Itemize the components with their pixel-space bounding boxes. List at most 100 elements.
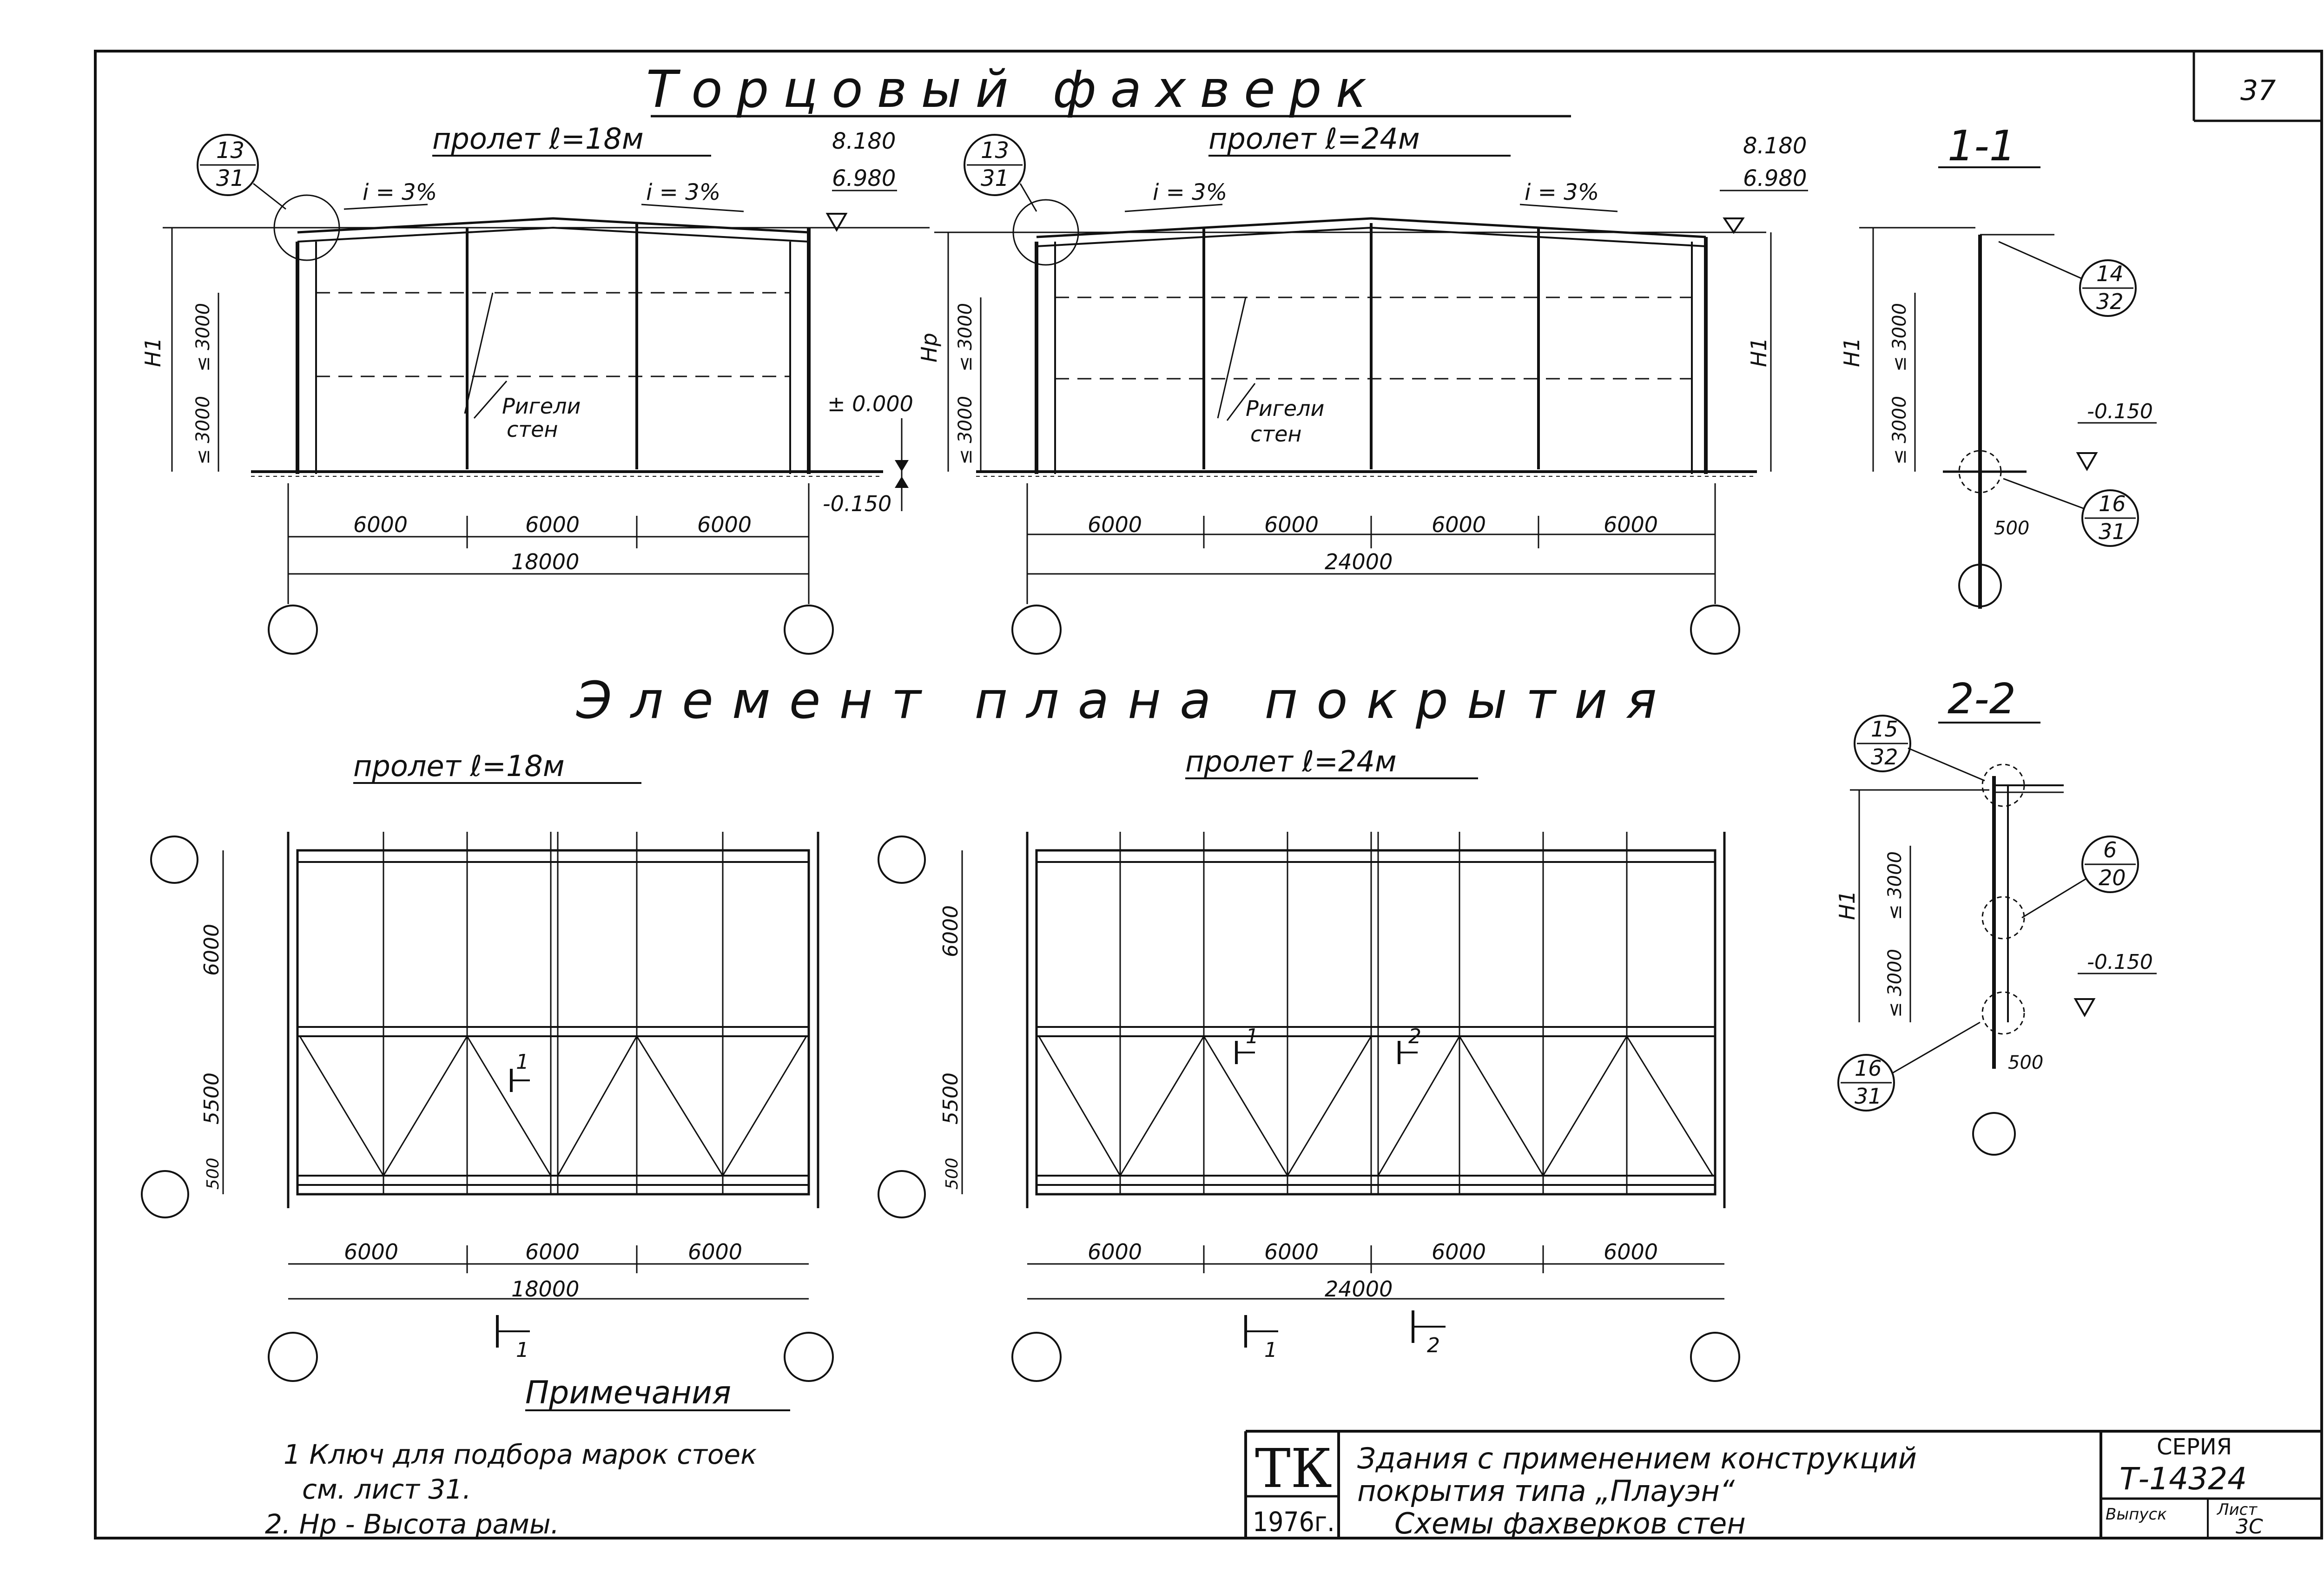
sec22-offset: 500 xyxy=(2008,1052,2043,1073)
axis-marker xyxy=(1958,564,2002,607)
series-number: Т-14324 xyxy=(2119,1461,2247,1497)
elev-top-r: 8.180 xyxy=(1743,133,1807,159)
height-hp: Hр xyxy=(917,333,942,362)
sec22-ref-b-bot: 20 xyxy=(2099,865,2126,890)
axis-marker xyxy=(1690,1332,1740,1382)
spacing-lower: ≤ 3000 xyxy=(192,396,214,465)
sec22-ref-c-top: 16 xyxy=(1855,1056,1882,1081)
dim-24-3: 6000 xyxy=(1432,512,1486,537)
plan-dim-18-total: 18000 xyxy=(511,1276,579,1302)
axis-marker xyxy=(1690,605,1740,655)
slope-right: i = 3% xyxy=(1525,179,1599,205)
dim-18-2: 6000 xyxy=(525,512,580,537)
notes-title: Примечания xyxy=(525,1375,731,1411)
sec11-elev: -0.150 xyxy=(2087,400,2153,423)
desc-line2: покрытия типа „Плауэн“ xyxy=(1357,1474,1735,1508)
issue-label: Выпуск xyxy=(2106,1505,2167,1524)
org-mark: ТК xyxy=(1255,1438,1332,1500)
axis-marker xyxy=(268,605,318,655)
sec22-ref-a-top: 15 xyxy=(1871,717,1898,742)
plan-vdim-2: 5500 xyxy=(200,1072,224,1125)
axis-marker xyxy=(1011,605,1062,655)
elev-low-left: -0.150 xyxy=(823,491,891,516)
axis-marker xyxy=(878,1170,926,1218)
dim-18-1: 6000 xyxy=(353,512,408,537)
plan-dim-24-1: 6000 xyxy=(1088,1239,1142,1264)
plan-left-span: пролет ℓ=18м xyxy=(353,749,565,783)
sec22-spacing: ≤ 3000 xyxy=(1884,851,1906,920)
notes-line2: см. лист 31. xyxy=(302,1474,471,1505)
dim-24-2: 6000 xyxy=(1264,512,1319,537)
rigels-label: Ригели xyxy=(1246,396,1324,421)
sec11-spacing-b: ≤ 3000 xyxy=(1889,396,1910,465)
node-ref-top: 13 xyxy=(216,138,244,164)
plan24-vdim-1: 6000 xyxy=(939,905,963,957)
sec22-ref-a-bot: 32 xyxy=(1871,744,1898,770)
facade-right-span: пролет ℓ=24м xyxy=(1208,122,1420,156)
section-2-2-title: 2-2 xyxy=(1948,675,2016,724)
sec11-ref-a-bot: 32 xyxy=(2096,289,2124,314)
elev-top: 8.180 xyxy=(832,128,896,154)
desc-line3: Схемы фахверков стен xyxy=(1394,1506,1746,1540)
section-2-2: 2-2 H1 ≤ 3000 ≤ 3000 15 32 6 20 -0.150 1… xyxy=(1835,675,2157,1156)
sec11-height: H1 xyxy=(1839,337,1864,367)
facade-title: Торцовый фахверк xyxy=(646,59,1380,119)
plan-dim-24-3: 6000 xyxy=(1432,1239,1486,1264)
elev-mid: 6.980 xyxy=(832,165,896,191)
sheet-label: Лист xyxy=(2216,1500,2258,1519)
title-block: ТК 1976г. Здания с применением конструкц… xyxy=(1244,1430,2322,1540)
node-ref-top: 13 xyxy=(981,138,1009,164)
facade-18m: 13 31 i = 3% i = 3% 8.180 6.980 ± 0.000 … xyxy=(140,128,930,655)
axis-marker xyxy=(784,605,834,655)
slope-left: i = 3% xyxy=(1153,179,1227,205)
axis-marker xyxy=(784,1332,834,1382)
height-h1-right: H1 xyxy=(1746,337,1771,367)
plan24-vdim-2: 5500 xyxy=(939,1072,963,1125)
dim-24-4: 6000 xyxy=(1604,512,1658,537)
plan-dim-18-2: 6000 xyxy=(525,1239,580,1264)
facade-left-span: пролет ℓ=18м xyxy=(432,122,644,156)
desc-line1: Здания с применением конструкций xyxy=(1357,1441,1917,1475)
sheet-number: 37 xyxy=(2240,74,2276,107)
sec22-ref-b-top: 6 xyxy=(2103,837,2117,862)
axis-marker xyxy=(1011,1332,1062,1382)
axis-marker xyxy=(878,835,926,884)
plan-vdim-1: 6000 xyxy=(200,924,224,976)
notes-line3: 2. Hр - Высота рамы. xyxy=(265,1508,559,1540)
spacing-upper: ≤ 3000 xyxy=(192,303,214,372)
sheet-value: 3С xyxy=(2236,1515,2263,1539)
elev-zero: ± 0.000 xyxy=(827,391,913,416)
notes: Примечания 1 Ключ для подбора марок стое… xyxy=(265,1375,790,1540)
sec11-spacing: ≤ 3000 xyxy=(1889,303,1910,372)
sheet-border xyxy=(94,50,2323,1539)
rigels-label2: стен xyxy=(1250,421,1301,447)
spacing-upper: ≤ 3000 xyxy=(955,303,976,372)
dim-24-total: 24000 xyxy=(1325,549,1393,574)
plan-right-span: пролет ℓ=24м xyxy=(1185,744,1397,778)
elev-mid-r: 6.980 xyxy=(1743,165,1807,191)
sec22-spacing-b: ≤ 3000 xyxy=(1884,949,1906,1018)
sec11-ref-b-bot: 31 xyxy=(2099,519,2126,544)
plan24-cut1: 1 xyxy=(1246,1025,1259,1048)
rigels-label2: стен xyxy=(507,417,558,442)
plan-dim-24-2: 6000 xyxy=(1264,1239,1319,1264)
height-h1-left: H1 xyxy=(140,337,165,367)
plan-title: Элемент плана покрытия xyxy=(576,671,1675,730)
section-1-1: 1-1 H1 ≤ 3000 ≤ 3000 14 32 -0.150 16 31 … xyxy=(1839,122,2157,609)
sec22-elev: -0.150 xyxy=(2087,950,2153,974)
plan-dim-24-4: 6000 xyxy=(1604,1239,1658,1264)
sec11-ref-a-top: 14 xyxy=(2096,261,2124,286)
node-ref-bottom: 31 xyxy=(981,165,1009,191)
plan-24m: 1 2 6000 5500 500 6000 6000 6000 6000 24… xyxy=(878,832,1740,1382)
year: 1976г. xyxy=(1253,1506,1335,1538)
sec11-offset: 500 xyxy=(1994,518,2029,539)
rigels-label: Ригели xyxy=(502,394,581,419)
plan24-vdim-3: 500 xyxy=(943,1158,962,1190)
plan-vdim-3: 500 xyxy=(204,1158,223,1190)
sec11-ref-b-top: 16 xyxy=(2099,491,2126,516)
dim-18-total: 18000 xyxy=(511,549,579,574)
notes-line1: 1 Ключ для подбора марок стоек xyxy=(284,1439,757,1470)
plan-dim-18-1: 6000 xyxy=(344,1239,398,1264)
